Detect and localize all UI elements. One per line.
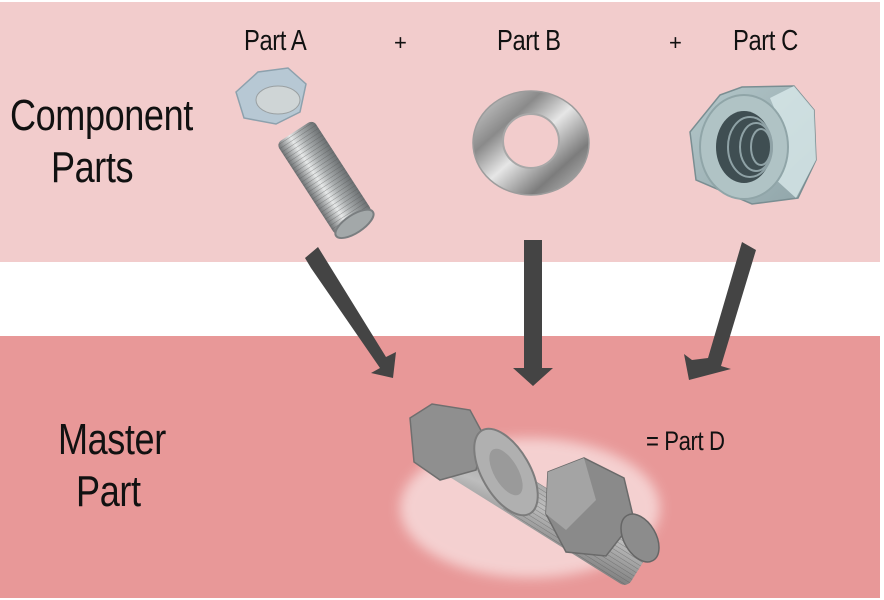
master-title-line1: Master [58,415,166,464]
component-title-line1: Component [10,91,193,140]
flat-washer-icon [472,90,590,196]
arrows [305,240,756,386]
master-part-title: Master Part [58,414,166,518]
component-title-line2: Parts [51,143,134,192]
arrow-part-c-to-d [684,242,756,380]
plus-operator-2: + [669,30,682,55]
part-d-label: = Part D [646,426,725,456]
hex-bolt-icon [235,67,375,240]
component-parts-title: Component Parts [10,90,193,194]
master-title-line2: Part [76,467,141,516]
arrow-part-b-to-d [513,240,553,386]
plus-operator-1: + [394,30,407,55]
arrow-part-a-to-d [305,247,396,378]
part-a-label: Part A [244,25,307,57]
part-b-label: Part B [497,25,561,57]
part-c-label: Part C [733,25,798,57]
hex-nut-icon [689,85,817,205]
assembled-bolt-washer-nut-icon [400,403,660,585]
